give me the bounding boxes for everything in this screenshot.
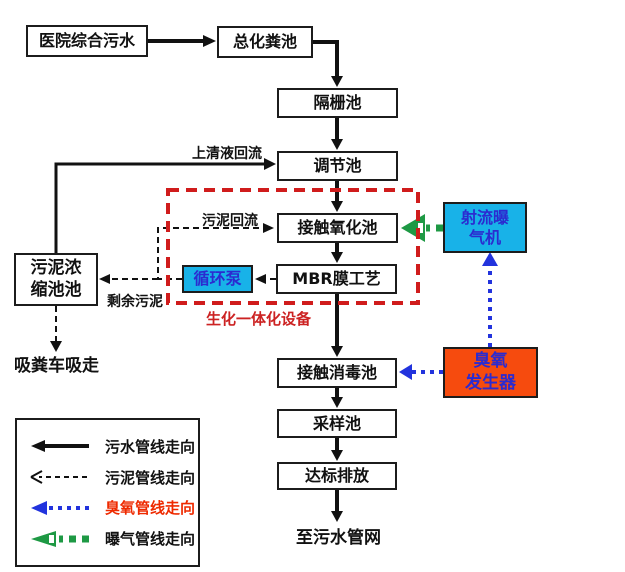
node-label-line1: 射流曝 [460,207,509,227]
node-label: MBR膜工艺 [292,269,381,288]
dotted-blue-arrow-icon [31,500,89,515]
excess-sludge-label: 剩余污泥 [107,294,163,310]
suction-truck-label: 吸粪车吸走 [14,356,99,376]
node-sampling-pool: 采样池 [277,409,397,438]
legend: 污水管线走向 污泥管线走向 臭氧管线走向 曝气管线走向 [15,418,200,567]
flow-septic-to-grid [311,40,339,80]
legend-label: 污水管线走向 [105,437,196,456]
node-hospital-wastewater: 医院综合污水 [26,25,148,57]
legend-item-aeration: 曝气管线走向 [29,528,198,549]
legend-label: 曝气管线走向 [105,530,196,549]
bio-integrated-equipment-label: 生化一体化设备 [206,310,312,328]
node-mbr-process: MBR膜工艺 [276,264,397,294]
solid-arrow-icon [31,440,89,453]
legend-item-sludge: 污泥管线走向 [29,467,198,488]
node-label-line1: 污泥浓 [30,258,82,279]
node-label-line2: 气机 [468,227,501,247]
legend-item-sewage: 污水管线走向 [29,436,198,457]
node-discharge: 达标排放 [277,462,397,490]
node-circulation-pump: 循环泵 [182,265,253,293]
legend-label: 臭氧管线走向 [105,499,196,518]
dashed-green-arrow-icon [31,530,89,547]
legend-item-ozone: 臭氧管线走向 [29,497,198,518]
node-grid-pool: 隔栅池 [277,88,398,118]
node-label: 接触氧化池 [297,218,378,237]
node-label-line1: 臭氧 [473,351,508,372]
node-label: 医院综合污水 [38,31,135,50]
node-contact-disinfection-pool: 接触消毒池 [277,358,397,388]
node-label: 总化粪池 [232,32,297,51]
legend-label: 污泥管线走向 [105,468,196,487]
node-label: 循环泵 [193,269,242,288]
node-label: 调节池 [313,156,362,175]
node-label-line2: 缩池池 [30,279,82,300]
node-label: 采样池 [312,413,361,433]
node-ozone-generator: 臭氧 发生器 [443,347,538,398]
node-contact-oxidation-pool: 接触氧化池 [277,213,398,243]
node-jet-aerator: 射流曝 气机 [443,202,527,253]
supernatant-return-label: 上清液回流 [192,146,262,162]
node-label: 隔栅池 [313,93,362,112]
sludge-return-label: 污泥回流 [202,213,258,229]
dashed-arrow-icon [30,470,87,484]
node-label: 接触消毒池 [296,363,377,382]
node-septic-tank: 总化粪池 [217,26,313,58]
flow-supernatant-return [54,162,267,253]
bio-integrated-boundary [166,188,420,305]
node-sludge-thickening-pool: 污泥浓 缩池池 [14,253,98,306]
to-sewer-label: 至污水管网 [296,528,381,548]
node-label: 达标排放 [304,466,369,485]
node-label-line2: 发生器 [465,372,516,393]
node-regulating-pool: 调节池 [277,151,398,181]
